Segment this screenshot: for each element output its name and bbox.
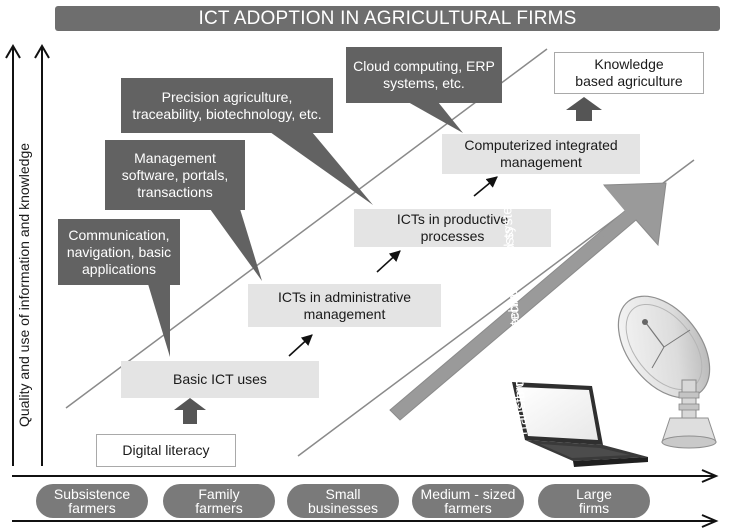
callout-shape-management-software [105, 140, 262, 281]
diagram-title: ICT ADOPTION IN AGRICULTURAL FIRMS [55, 6, 720, 31]
laptop-icon [512, 382, 648, 467]
satellite-dish-icon [617, 295, 717, 449]
step-arrow [473, 176, 498, 197]
callout-shape-cloud [346, 47, 502, 133]
callout-shape-precision [121, 78, 373, 205]
step-arrow [376, 250, 401, 273]
diagonal-line-upper [65, 48, 548, 409]
x-axis [12, 469, 719, 528]
stage-basic-ict-uses: Basic ICT uses [121, 361, 319, 398]
y-axis [5, 44, 50, 466]
callout-precision-agriculture: Precision agriculture,traceability, biot… [132, 88, 322, 122]
up-arrow-icon [174, 398, 206, 424]
stage-digital-literacy: Digital literacy [96, 434, 236, 467]
callout-shape-communication [58, 219, 180, 357]
up-arrow-icon [566, 97, 602, 121]
step-arrow [288, 334, 313, 357]
